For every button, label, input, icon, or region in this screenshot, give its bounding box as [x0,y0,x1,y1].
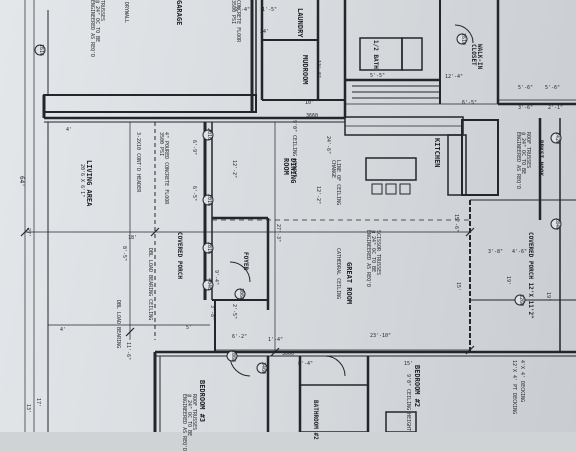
dim-12-2b: 12'-2" [315,186,321,205]
kitchen-island [365,157,417,181]
dim-2-5: 2'-5" [231,304,237,320]
note-roof-trusses-nook: ROOF TRUSSES @ 24" OC TO BE ENGINEERED A… [515,132,531,190]
dim-11-6: 11'-6" [125,342,131,361]
dim-13: 13' [25,404,31,414]
note-line-of-ceiling-change: LINE OF CEILING CHANGE [330,160,341,206]
dim-19: 19' [505,276,511,286]
room-label-bedroom-3: BEDROOM #3 [198,380,206,423]
room-label-half-bath: 1/2 BATH [372,40,379,69]
floor-plan-drawing [20,0,576,432]
dim-13-8: 13'-8" [315,60,321,79]
note-load-bearing-ceiling: DBL LOAD BEARING CEILING [147,248,153,321]
note-dbl-load-bearing: DBL LOAD BEARING [115,300,121,349]
room-label-living-area: LIVING AREA [85,160,93,207]
dim-19b: 19' [545,292,551,302]
dim-5-6b: 5'-6" [545,85,561,91]
dim-1-4: 1'-4" [268,337,284,343]
tag-1616: 1616 [38,44,44,57]
tag-2846: 2846 [554,218,560,231]
note-cathedral-ceiling: CATHEDRAL CEILING [335,248,341,300]
dim-27a: 27' [25,228,31,238]
tag-2068: 2068 [230,350,236,363]
dim-27b: 27'-3" [275,224,281,243]
room-label-great-room: GREAT ROOM [345,262,353,305]
dim-4b: 4' [60,327,67,333]
dim-4-6: 4'-6" [512,249,528,255]
dim-15-6: 15'-6" [453,214,459,233]
dim-23-10: 23'-10" [370,333,392,339]
tag-2016: 2016 [206,128,212,141]
dim-1-5: 1'-5" [262,7,278,13]
dim-5-5: 5'-5" [370,73,386,79]
garage-wall-band [43,94,257,113]
dim-2-4: 2'-4" [235,7,251,13]
room-label-garage: GARAGE [175,0,183,26]
dim-12-4: 12'-4" [445,74,464,80]
dim-5: 5' [186,325,193,331]
note-ceiling-height-bedroom: 9'0" CEILING HEIGHT [405,374,411,432]
dim-15: 15' [404,361,414,367]
tag-3260: 3260 [518,294,524,307]
dim-24: 24' [260,29,270,35]
room-label-bedroom-2: BEDROOM #2 [413,365,421,408]
dim-18: 18' [128,235,138,241]
note-ceiling-height: 9'0" CEILING HEIGHT [291,120,297,178]
note-pt-decking: 12'X 4' PT DECKING [511,360,517,415]
dim-15b: 15' [455,282,461,292]
tag-3068: 3068 [238,288,244,301]
tag-2816: 2816 [206,242,212,255]
tag-2610: 2610 [460,33,466,46]
tag-4046: 4046 [206,278,212,291]
note-poured-concrete-floor: 4" POURED CONCRETE FLOOR 3500 PSI [158,132,169,205]
room-label-covered-porch-rear: COVERED PORCH 12'X 11'2" [527,232,534,319]
note-drywall: DRYWALL [123,2,129,24]
dim-3-8b: 3'-8" [488,249,504,255]
note-trusses-garage: TRUSSES @ 24" OC TO BE ENGINEERED AS REQ… [89,0,105,58]
note-living-area-size: 20'6 X 6'1" [79,164,85,198]
room-label-covered-porch-front: COVERED PORCH [176,232,183,279]
tag-3660: 3660 [306,113,319,119]
note-scissor-trusses: SCISSOR TRUSSES @ 24" OC TO BE ENGINEERE… [365,230,381,288]
dim-3-6: 3'-6" [518,105,534,111]
room-label-foyer: FOYER [242,252,249,271]
dim-64: 64' [18,176,25,187]
dim-6-5: 6'-5" [462,100,478,106]
tag-3460: 3460 [260,362,266,375]
tag-2420: 2420 [554,132,560,145]
dim-10: 10' [305,100,315,106]
dim-6-5b: 6'-5" [191,186,197,202]
dim-8-5: 8'-5" [121,246,127,262]
dim-8-4: 8'-4" [298,361,314,367]
note-roof-trusses-bedroom: ROOF TRUSSES @ 24" OC TO BE ENGINEERED A… [181,394,197,451]
room-label-laundry: LAUNDRY [296,8,304,38]
room-label-bathroom-2: BATHROOM #2 [312,400,319,440]
dim-6-9: 6'-9" [191,140,197,156]
dim-6-2: 6'-2" [232,334,248,340]
dim-24-6: 24'-6" [325,136,331,155]
dim-12-2a: 12'-2" [231,160,237,179]
dim-5-6a: 5'-6" [518,85,534,91]
tag-3066: 3066 [282,351,295,357]
room-label-walk-in-closet: WALK-IN CLOSET [470,44,483,70]
dim-9-4: 9'-4" [213,270,219,286]
tag-2016b: 2016 [206,194,212,207]
room-label-mudroom: MUDROOM [301,55,309,85]
dim-17: 17' [35,398,41,408]
note-header: 3-2X10 CONT'D HEADER [135,132,141,193]
room-label-breakfast-nook: BRKST NOOK [537,140,544,177]
dim-2-1: 2'-1" [548,105,564,111]
room-label-kitchen: KITCHEN [433,138,441,168]
dim-3-8: 3'-8" [209,305,215,321]
note-decking: 4'X 4' DECKING [519,360,525,403]
dim-4a: 4' [66,127,73,133]
